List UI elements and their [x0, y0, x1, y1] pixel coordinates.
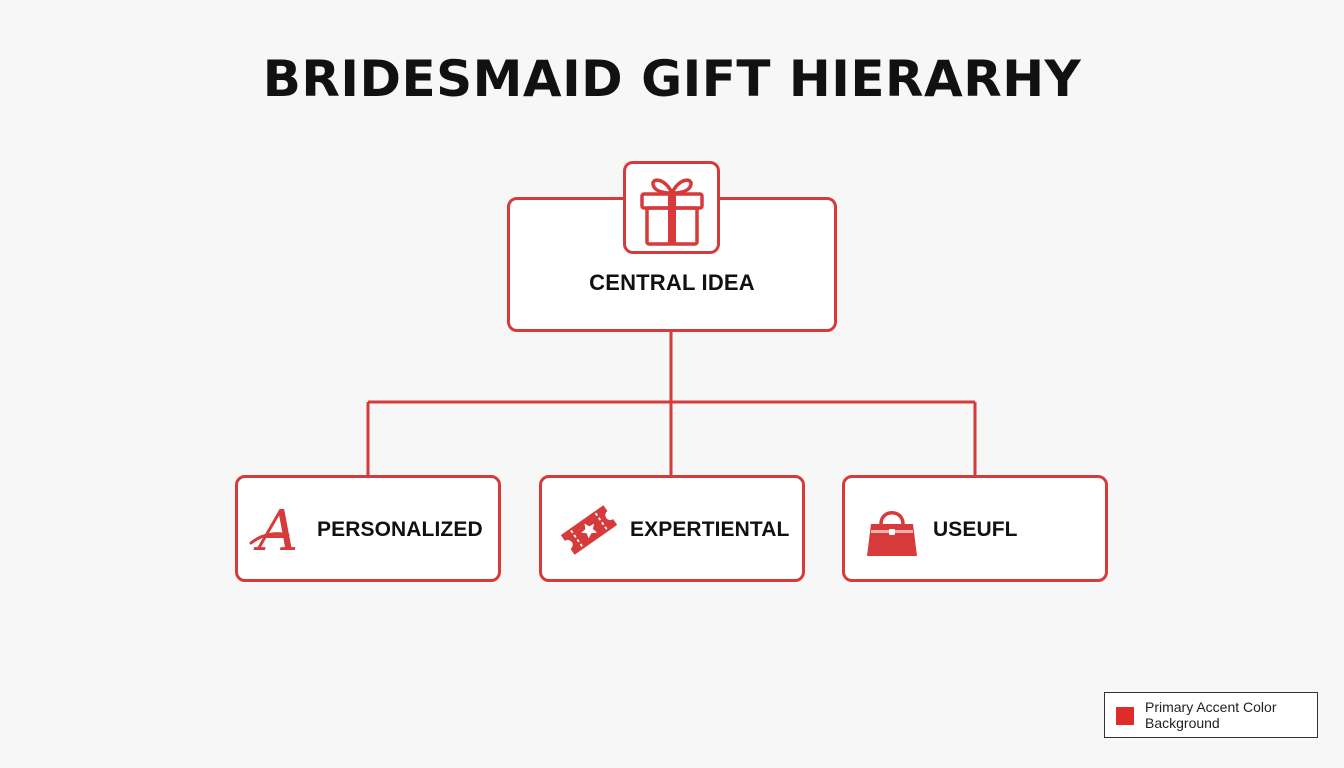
child-node-label: PERSONALIZED [317, 518, 483, 541]
handbag-icon [867, 511, 917, 556]
central-node-label: CENTRAL IDEA [589, 270, 755, 295]
child-node-personalized: A PERSONALIZED [235, 475, 501, 582]
child-node-experiential: EXPERTIENTAL [539, 475, 805, 582]
child-node-label: USEUFL [933, 518, 1018, 541]
monogram-letter-icon: A [249, 500, 298, 560]
legend-text: Primary Accent Color Background [1145, 699, 1276, 731]
diagram-title: BRIDESMAID GIFT HIERARHY [262, 50, 1082, 108]
legend-label-background: Background [1145, 715, 1220, 731]
ticket-icon [560, 505, 618, 555]
child-node-useful: USEUFL [842, 475, 1108, 582]
svg-text:A: A [253, 500, 298, 560]
legend-label-accent: Primary Accent Color [1145, 699, 1277, 715]
legend-swatch [1116, 707, 1134, 725]
gift-badge [623, 161, 720, 254]
gift-icon [640, 178, 704, 246]
child-node-label: EXPERTIENTAL [630, 518, 790, 541]
legend: Primary Accent Color Background [1104, 692, 1318, 738]
